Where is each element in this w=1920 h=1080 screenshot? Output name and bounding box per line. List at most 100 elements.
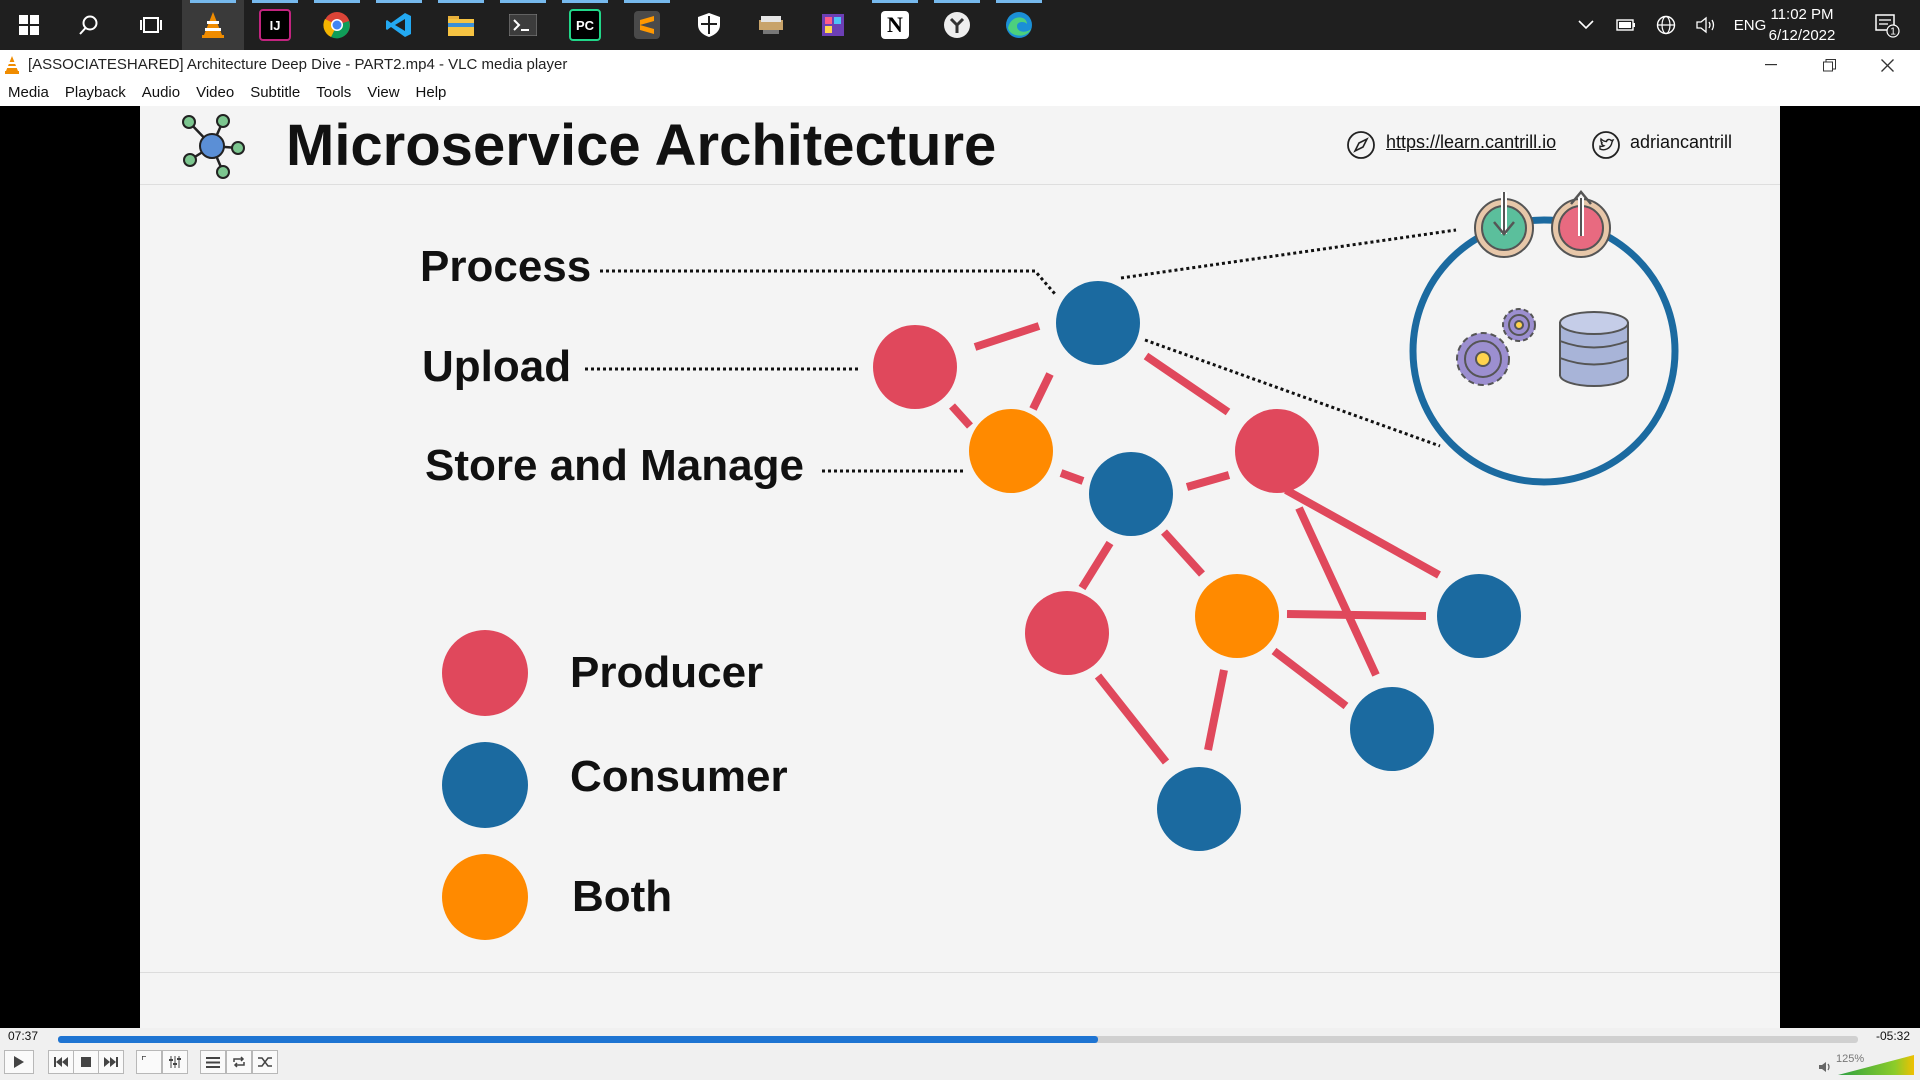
menu-audio[interactable]: Audio	[141, 84, 181, 101]
battery-icon[interactable]	[1612, 0, 1640, 50]
connection-line	[949, 403, 973, 429]
consumer-node	[1089, 452, 1173, 536]
both-node	[1195, 574, 1279, 658]
slide: Microservice Architecture https://learn.…	[140, 106, 1780, 1028]
task-view-icon[interactable]	[120, 0, 182, 50]
connection-line	[1284, 486, 1441, 579]
connection-line	[1143, 352, 1231, 416]
elapsed-time: 07:37	[8, 1029, 39, 1043]
intellij-icon[interactable]: IJ	[244, 0, 306, 50]
connection-line	[1185, 471, 1231, 491]
speaker-icon[interactable]	[1818, 1060, 1834, 1074]
clock-app-icon[interactable]	[926, 0, 988, 50]
search-icon[interactable]	[58, 0, 120, 50]
connection-line	[1295, 506, 1380, 677]
restore-button[interactable]	[1800, 50, 1858, 80]
previous-button[interactable]	[48, 1050, 74, 1074]
edge-icon[interactable]	[988, 0, 1050, 50]
menu-media[interactable]: Media	[8, 84, 49, 101]
fullscreen-button[interactable]	[136, 1050, 162, 1074]
compass-icon	[1347, 131, 1375, 159]
language-indicator[interactable]: ENG	[1733, 16, 1767, 34]
app-icon[interactable]	[802, 0, 864, 50]
volume-icon[interactable]	[1692, 0, 1720, 50]
terminal-icon[interactable]	[492, 0, 554, 50]
security-icon[interactable]	[678, 0, 740, 50]
menu-subtitle[interactable]: Subtitle	[250, 84, 301, 101]
next-button[interactable]	[98, 1050, 124, 1074]
network-globe-icon[interactable]	[1652, 0, 1680, 50]
legend-consumer-dot	[442, 742, 528, 828]
shuffle-button[interactable]	[252, 1050, 278, 1074]
chevron-up-icon[interactable]	[1572, 0, 1600, 50]
seek-progress	[58, 1036, 1099, 1043]
producer-node	[873, 325, 957, 409]
legend-producer-label: Producer	[570, 648, 764, 697]
network-logo-icon	[182, 114, 245, 179]
slide-header: Microservice Architecture https://learn.…	[140, 106, 1780, 185]
zoom-leader-top	[1120, 228, 1457, 280]
notion-icon[interactable]: N	[864, 0, 926, 50]
slide-title: Microservice Architecture	[286, 113, 997, 178]
menu-tools[interactable]: Tools	[316, 84, 352, 101]
download-power-icon	[1474, 192, 1534, 258]
start-icon[interactable]	[0, 0, 58, 50]
remaining-time: -05:32	[1876, 1029, 1911, 1043]
connection-line	[973, 322, 1041, 351]
connection-line	[1271, 647, 1349, 710]
course-link[interactable]: https://learn.cantrill.io	[1386, 132, 1557, 152]
connection-line	[1078, 540, 1114, 591]
intellij-text: IJ	[259, 9, 291, 41]
vscode-icon[interactable]	[368, 0, 430, 50]
clock-date: 6/12/2022	[1768, 27, 1836, 44]
file-explorer-icon[interactable]	[430, 0, 492, 50]
store-label: Store and Manage	[425, 441, 804, 490]
vlc-icon	[5, 56, 19, 74]
gears-icon	[1456, 308, 1536, 386]
pycharm-icon[interactable]: PC	[554, 0, 616, 50]
consumer-node	[1056, 281, 1140, 365]
pycharm-text: PC	[569, 9, 601, 41]
volume-slider[interactable]	[1838, 1054, 1914, 1076]
legend-both-dot	[442, 854, 528, 940]
consumer-node	[1437, 574, 1521, 658]
consumer-node	[1157, 767, 1241, 851]
slide-footer-divider	[140, 972, 1780, 973]
legend-both-label: Both	[572, 872, 673, 921]
connection-line	[1286, 610, 1427, 620]
minimize-button[interactable]	[1742, 50, 1800, 80]
play-button[interactable]	[4, 1050, 34, 1074]
database-icon	[1559, 311, 1629, 387]
taskbar-clock[interactable]: 11:02 PM 6/12/2022	[1756, 4, 1848, 46]
close-button[interactable]	[1858, 50, 1916, 80]
app-icon[interactable]	[740, 0, 802, 50]
playlist-button[interactable]	[200, 1050, 226, 1074]
menu-help[interactable]: Help	[415, 84, 447, 101]
connection-line	[1059, 469, 1085, 485]
menu-video[interactable]: Video	[196, 84, 235, 101]
process-label: Process	[420, 242, 592, 291]
process-leader-line	[600, 269, 1057, 295]
menu-view[interactable]: View	[367, 84, 400, 101]
zoom-leader-bottom	[1144, 338, 1441, 448]
chrome-icon[interactable]	[306, 0, 368, 50]
seek-bar[interactable]	[58, 1036, 1858, 1043]
stop-button[interactable]	[73, 1050, 99, 1074]
connection-line	[1204, 669, 1228, 751]
vlc-icon[interactable]	[182, 0, 244, 50]
loop-button[interactable]	[226, 1050, 252, 1074]
producer-node	[1025, 591, 1109, 675]
legend-producer-dot	[442, 630, 528, 716]
notion-text: N	[881, 11, 909, 39]
architecture-diagram	[442, 190, 1679, 940]
menu-playback[interactable]: Playback	[64, 84, 126, 101]
notification-icon[interactable]: 1	[1862, 0, 1912, 50]
consumer-node	[1350, 687, 1434, 771]
both-node	[969, 409, 1053, 493]
service-detail-circle	[1409, 216, 1679, 486]
extended-settings-button[interactable]	[162, 1050, 188, 1074]
upload-power-icon	[1551, 190, 1611, 258]
sublime-icon[interactable]	[616, 0, 678, 50]
legend-consumer-label: Consumer	[570, 752, 788, 801]
video-area[interactable]: Microservice Architecture https://learn.…	[0, 106, 1920, 1028]
